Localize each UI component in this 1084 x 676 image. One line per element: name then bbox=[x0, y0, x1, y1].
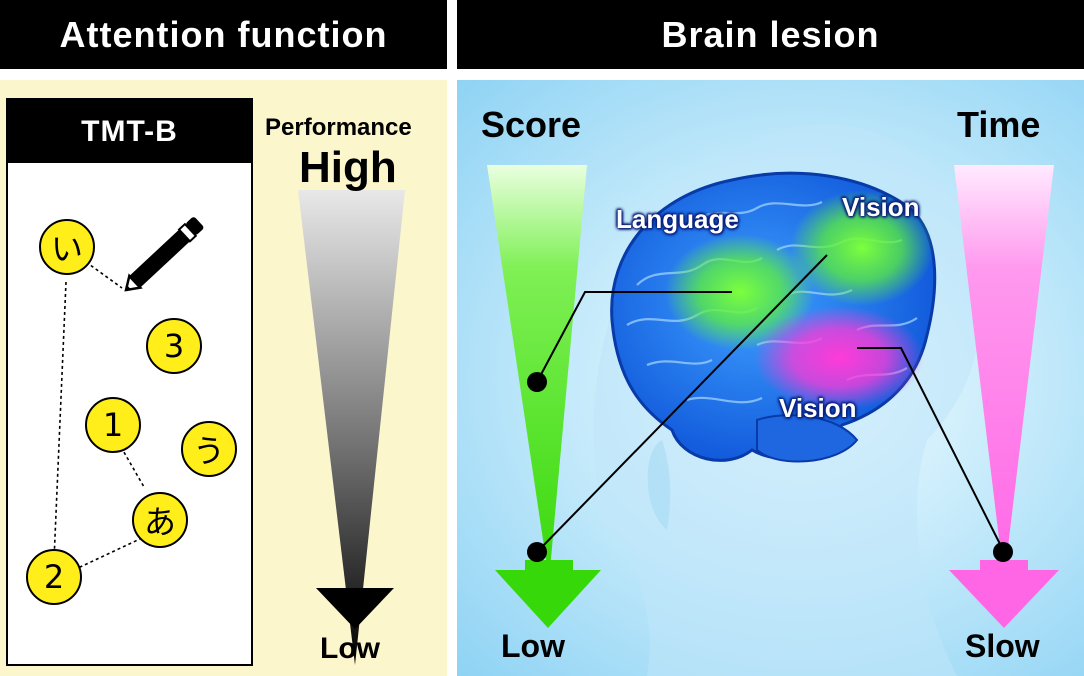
tmt-b-card: TMT-B い 3 1 う あ 2 bbox=[6, 98, 253, 666]
pencil-icon bbox=[124, 217, 204, 292]
tmt-node-3: 3 bbox=[146, 318, 202, 374]
leader-language bbox=[536, 291, 732, 383]
performance-arrow bbox=[298, 190, 405, 665]
performance-low-label: Low bbox=[320, 632, 380, 665]
performance-label: Performance bbox=[265, 114, 412, 141]
tmt-node-u: う bbox=[181, 421, 237, 477]
region-label-vision-upper: Vision bbox=[842, 192, 920, 222]
time-slow-label: Slow bbox=[965, 628, 1040, 664]
glow-vision-lower bbox=[754, 306, 924, 410]
connector-a-to-2 bbox=[77, 537, 143, 569]
marker-time-vision bbox=[993, 542, 1013, 562]
marker-score-vision bbox=[527, 542, 547, 562]
connector-1-to-a bbox=[120, 446, 145, 488]
cerebellum bbox=[756, 414, 859, 463]
time-arrow bbox=[949, 165, 1059, 628]
brain-illustration bbox=[487, 124, 1059, 676]
score-title: Score bbox=[481, 104, 582, 145]
ear bbox=[647, 440, 671, 530]
tmt-b-title: TMT-B bbox=[8, 100, 251, 163]
region-label-language: Language bbox=[616, 204, 739, 234]
time-title: Time bbox=[957, 104, 1041, 145]
marker-score-language bbox=[527, 372, 547, 392]
leader-vision-upper bbox=[536, 254, 828, 553]
tmt-connections bbox=[53, 217, 204, 569]
tmt-node-a: あ bbox=[132, 492, 188, 548]
glow-language bbox=[665, 234, 815, 350]
glow-vision-upper bbox=[790, 190, 934, 306]
region-label-vision-lower: Vision bbox=[779, 393, 857, 423]
brain-lesion-panel: Score Time Low Slow Language Vision Visi… bbox=[457, 80, 1084, 676]
performance-high-label: High bbox=[299, 143, 397, 192]
header-attention-function: Attention function bbox=[0, 0, 447, 69]
connector-i-to-2 bbox=[53, 281, 67, 561]
tmt-node-2: 2 bbox=[26, 549, 82, 605]
tmt-node-i: い bbox=[39, 219, 95, 275]
leader-vision-lower bbox=[857, 347, 1004, 551]
header-brain-lesion: Brain lesion bbox=[457, 0, 1084, 69]
score-low-label: Low bbox=[501, 628, 565, 664]
brain bbox=[610, 171, 937, 463]
connector-i-to-pen bbox=[85, 261, 123, 289]
tmt-node-1: 1 bbox=[85, 397, 141, 453]
